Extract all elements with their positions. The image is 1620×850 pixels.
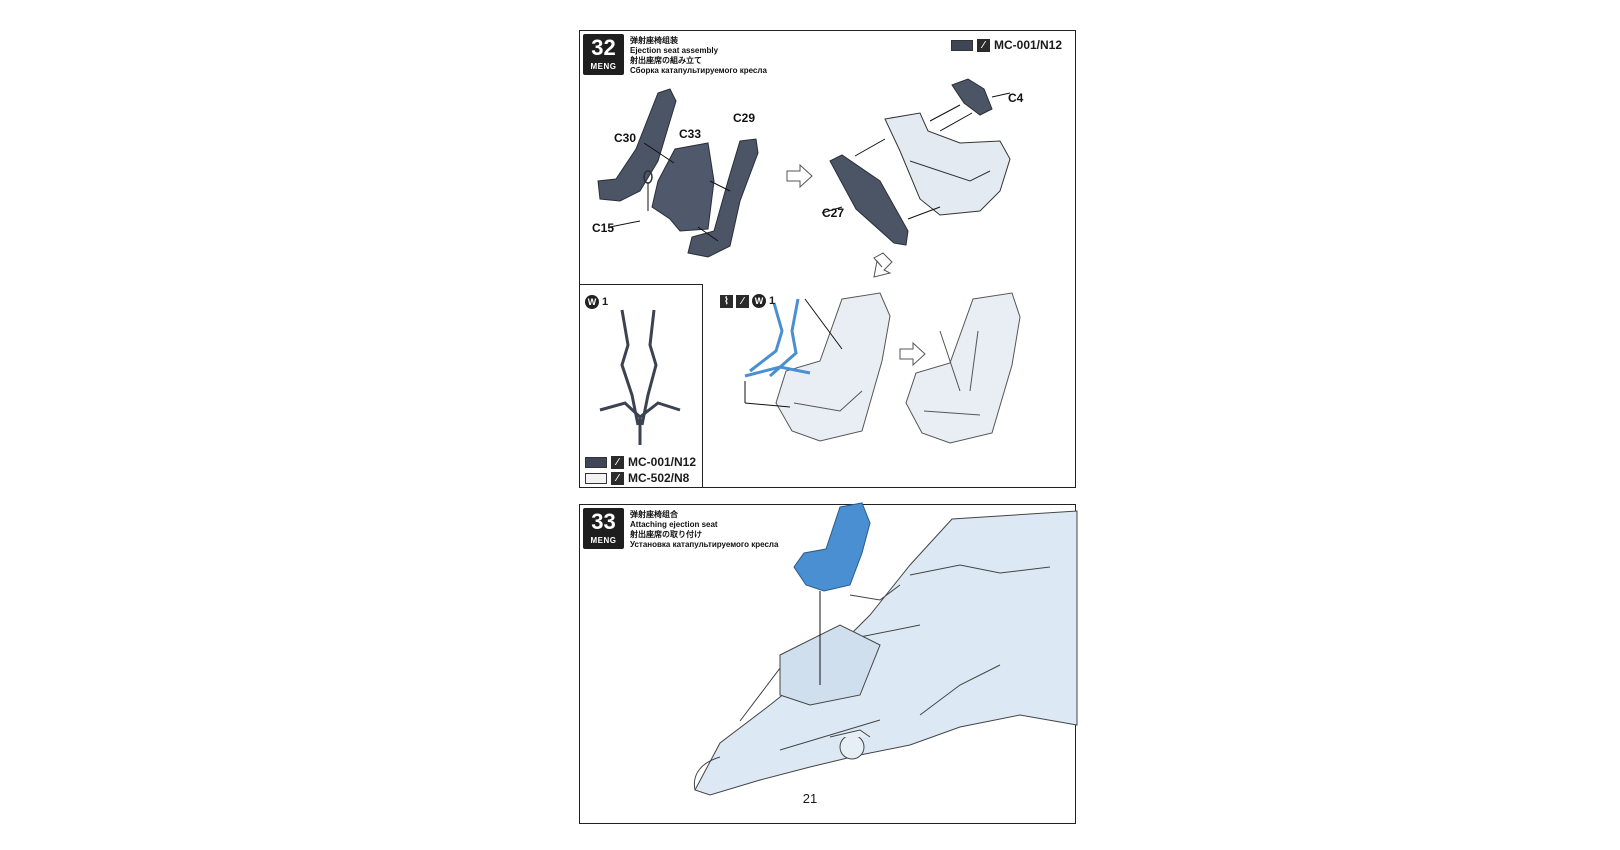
title-jp: 射出座席の組み立て <box>630 56 702 65</box>
paint-callout: ∕ MC-001/N12 <box>951 38 1062 52</box>
part-label-c27: C27 <box>822 206 845 220</box>
brush-icon: ∕ <box>736 294 749 308</box>
paint-code: MC-502/N8 <box>628 471 690 485</box>
part-label-c29: C29 <box>733 111 756 125</box>
part-c29 <box>687 138 759 258</box>
brush-icon: ∕ <box>611 471 624 485</box>
step-33-panel: 33 MENG 弹射座椅组合 Attaching ejection seat 射… <box>579 502 1078 824</box>
part-label-c33: C33 <box>679 127 702 141</box>
harness-callout: ⌇ ∕ W 1 <box>720 294 775 308</box>
paint-code: MC-001/N12 <box>628 455 697 469</box>
step-number: 33 <box>591 509 616 534</box>
part-c33 <box>651 142 715 232</box>
seat-parts-diagram <box>597 78 1021 444</box>
color-swatch <box>585 456 607 468</box>
step-titles: 弹射座椅组合 Attaching ejection seat 射出座席の取り付け… <box>630 510 778 550</box>
title-jp: 射出座席の取り付け <box>630 530 702 539</box>
title-en: Attaching ejection seat <box>630 520 718 529</box>
step-32-panel: 32 MENG 弹射座椅组装 Ejection seat assembly 射出… <box>579 30 1076 488</box>
paint-code: MC-001/N12 <box>994 38 1063 52</box>
decal-number: 1 <box>602 296 609 308</box>
brand-logo: MENG <box>590 536 617 545</box>
decal-w-icon: W <box>752 294 766 308</box>
seat-with-harness <box>775 292 891 442</box>
part-c30 <box>597 88 677 202</box>
part-c4 <box>951 78 993 116</box>
harness-blue <box>744 298 811 378</box>
part-label-c15: C15 <box>592 221 615 235</box>
harness-drawing <box>599 309 681 445</box>
assembly-leaders <box>609 142 731 242</box>
aircraft-fuselage <box>693 510 1078 796</box>
brush-icon: ∕ <box>977 38 990 52</box>
inset-decal-label: W 1 <box>585 295 608 309</box>
step-titles: 弹射座椅组装 Ejection seat assembly 射出座席の組み立て … <box>630 36 767 76</box>
title-cn: 弹射座椅组合 <box>630 510 678 519</box>
aircraft-diagram <box>693 502 1078 796</box>
inset-paint-2: ∕ MC-502/N8 <box>585 471 689 485</box>
page-number: 21 <box>802 791 818 806</box>
title-cn: 弹射座椅组装 <box>630 36 678 45</box>
nose-gear <box>829 729 871 760</box>
brush-icon: ∕ <box>611 455 624 469</box>
inset-paint-1: ∕ MC-001/N12 <box>585 455 696 469</box>
color-swatch <box>951 39 973 51</box>
step-number-badge: 33 MENG <box>583 508 624 549</box>
part-label-c4: C4 <box>1008 91 1024 105</box>
part-label-c30: C30 <box>614 131 637 145</box>
decal-number: 1 <box>769 295 776 307</box>
title-ru: Установка катапультируемого кресла <box>630 540 779 549</box>
brand-logo: MENG <box>590 62 617 71</box>
title-en: Ejection seat assembly <box>630 46 719 55</box>
color-swatch <box>585 472 607 484</box>
harness-icon: ⌇ <box>720 294 733 308</box>
decal-w-icon: W <box>585 295 599 309</box>
arrow-down-left-icon <box>873 252 893 278</box>
cockpit-tub <box>779 624 881 706</box>
title-ru: Сборка катапультируемого кресла <box>630 66 767 75</box>
ejection-seat-blue <box>793 502 871 592</box>
harness-inset: W 1 ∕ MC-001/N12 ∕ MC-502/N8 <box>580 284 703 487</box>
harness-leaders <box>744 298 843 408</box>
seat-shell <box>884 112 1011 216</box>
arrow-right-icon <box>899 341 926 367</box>
step-number: 32 <box>591 35 616 60</box>
finished-seat <box>905 292 1021 444</box>
assembly-leaders-2 <box>821 92 1011 220</box>
arrow-right-icon <box>786 163 813 189</box>
part-c27 <box>829 154 909 246</box>
step-number-badge: 32 MENG <box>583 34 624 75</box>
